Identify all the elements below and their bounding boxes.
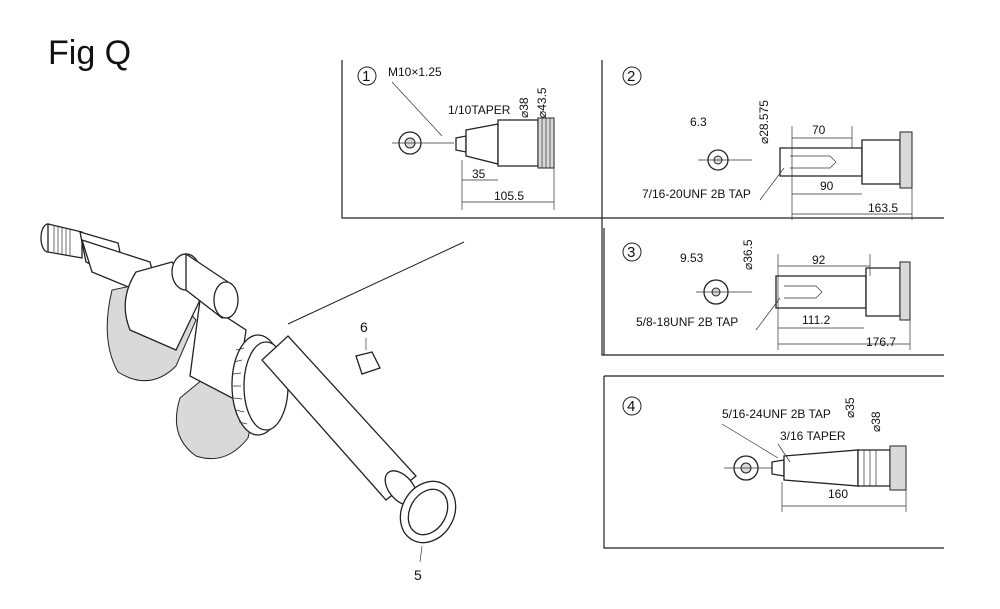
variant-1-number: 1 <box>362 68 370 85</box>
variant-2-view: 2 6.3 ⌀28.575 70 7/16-20UNF 2B TAP 90 16… <box>622 66 913 220</box>
variant-1-dim-6: 105.5 <box>494 189 524 203</box>
variant-2-dim-4: 7/16-20UNF 2B TAP <box>642 187 751 201</box>
variant-1-dim-5: 35 <box>472 167 486 181</box>
key-callout: 6 <box>360 319 368 335</box>
variant-3-dim-3: 92 <box>812 253 826 267</box>
leader-line <box>287 241 465 325</box>
variant-4-dim-4: 3/16 TAPER <box>780 429 846 443</box>
washer-callout: 5 <box>414 567 422 583</box>
variant-2-dim-6: 163.5 <box>868 201 898 215</box>
washer-part: 5 <box>399 480 457 583</box>
variant-2-number: 2 <box>627 68 635 85</box>
variant-2-dim-3: 70 <box>812 123 826 137</box>
variant-3-dim-4: 5/8-18UNF 2B TAP <box>636 315 738 329</box>
crankshaft-drawing <box>40 223 465 506</box>
variant-4-number: 4 <box>627 398 635 415</box>
variant-3-dim-5: 111.2 <box>802 313 831 327</box>
variant-1-dim-4: ⌀43.5 <box>535 87 549 118</box>
variant-3-number: 3 <box>627 244 635 261</box>
variant-4-dim-2: ⌀35 <box>843 397 857 418</box>
variant-3-view: 3 9.53 ⌀36.5 92 5/8-18UNF 2B TAP 111.2 1… <box>622 239 911 350</box>
variant-2-dim-1: 6.3 <box>690 115 707 129</box>
variant-4-dim-3: ⌀38 <box>869 411 883 432</box>
key-part: 6 <box>355 319 381 375</box>
pto-shaft <box>261 335 417 501</box>
variant-4-view: 4 5/16-24UNF 2B TAP ⌀35 ⌀38 3/16 TAPER 1… <box>622 396 907 512</box>
variant-4-dim-1: 5/16-24UNF 2B TAP <box>722 407 831 421</box>
variant-1-dim-1: M10×1.25 <box>388 65 442 79</box>
variant-2-dim-2: ⌀28.575 <box>757 100 771 144</box>
variant-3-dim-1: 9.53 <box>680 251 704 265</box>
variant-1-view: 1 M10×1.25 1/10TAPER ⌀38 ⌀43.5 35 105.5 <box>357 65 555 210</box>
variant-2-dim-5: 90 <box>820 179 834 193</box>
variant-1-dim-2: 1/10TAPER <box>448 103 511 117</box>
variant-3-dim-2: ⌀36.5 <box>741 239 755 270</box>
figure-title: Fig Q <box>48 34 132 72</box>
detail-frames <box>341 60 944 549</box>
variant-1-dim-3: ⌀38 <box>517 97 531 118</box>
variant-3-dim-6: 176.7 <box>866 335 896 349</box>
variant-4-dim-5: 160 <box>828 487 848 501</box>
crank-pin <box>171 252 239 320</box>
